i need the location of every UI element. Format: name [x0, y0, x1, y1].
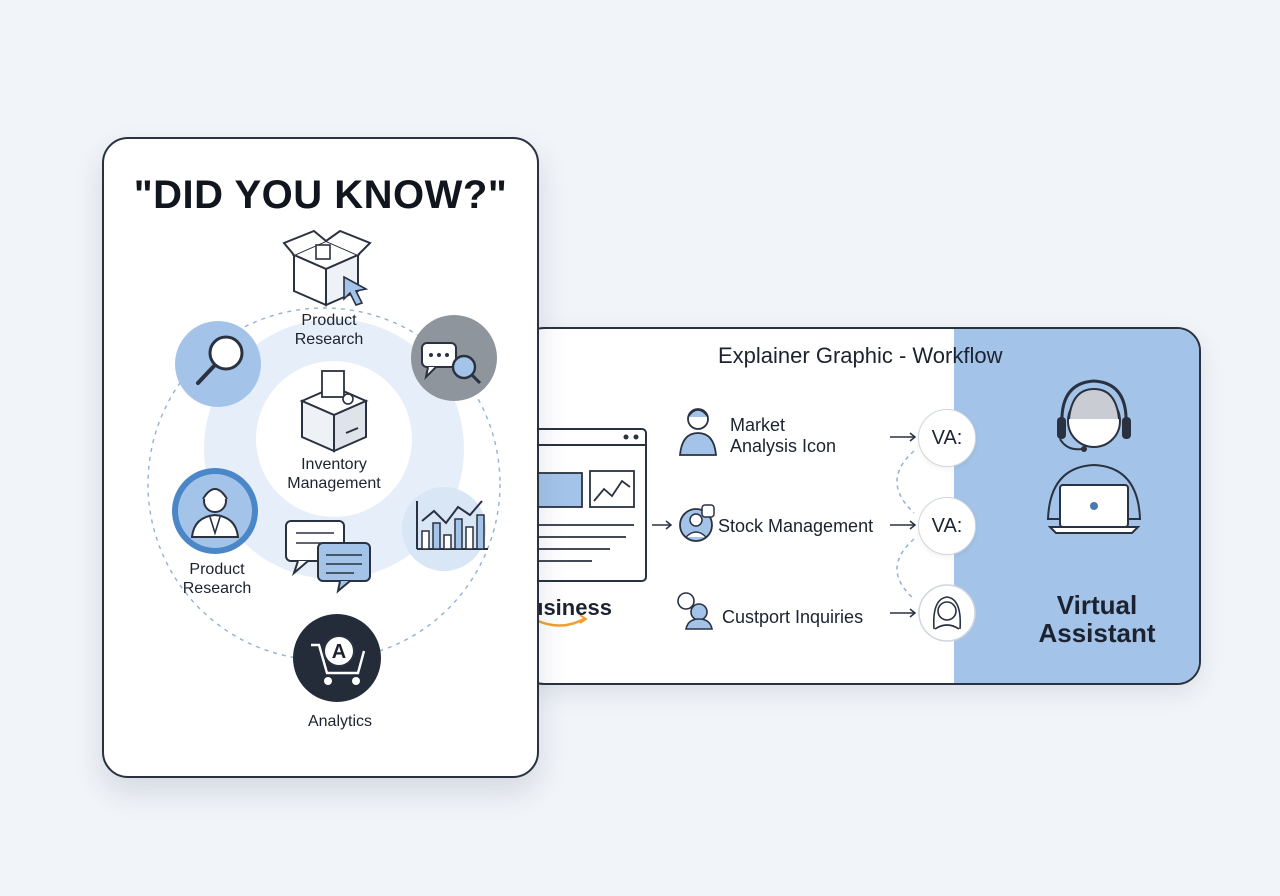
step-stock-management-label: Stock Management [718, 516, 874, 536]
support-agent-icon [918, 584, 976, 642]
cart-icon [293, 614, 381, 702]
node-label-top: Product Research [294, 312, 364, 348]
did-you-know-card: A "DID YOU KNOW?" Product Research Inven… [102, 137, 539, 778]
laptop-icon [1047, 484, 1141, 534]
magnifier-icon [175, 321, 261, 407]
open-box-icon [299, 370, 369, 453]
box-cursor-icon [282, 229, 372, 307]
va-bubble-2: VA: [918, 497, 976, 555]
bar-chart-icon [402, 487, 488, 571]
stock-management-person-icon [679, 504, 715, 542]
customer-inquiries-person-icon [677, 592, 713, 630]
workflow-title: Explainer Graphic - Workflow [718, 343, 1003, 368]
did-you-know-title: "DID YOU KNOW?" [133, 173, 508, 217]
va-bubble-1: VA: [918, 409, 976, 467]
person-icon [172, 468, 258, 554]
browser-window-icon [527, 428, 647, 582]
node-label-center: Inventory Management [287, 456, 381, 492]
market-analysis-person-icon [679, 408, 717, 456]
node-label-bottom: Analytics [307, 713, 373, 730]
did-you-know-graphics: A [147, 229, 501, 702]
chat-bubbles-icon [285, 520, 371, 594]
step-market-analysis-label: Market Analysis Icon [730, 415, 837, 456]
workflow-card: Explainer Graphic - Workflow usiness Mar… [520, 327, 1201, 685]
node-label-left: Product Research [182, 561, 252, 597]
step-customer-inquiries-label: Custport Inquiries [722, 607, 864, 627]
analytics-badge: A [332, 641, 346, 663]
virtual-assistant-label: Virtual Assistant [1038, 590, 1156, 648]
brand-text: usiness [530, 595, 612, 620]
workflow-graphics [527, 379, 1142, 642]
chat-search-icon [411, 315, 497, 401]
amazon-smile-icon [537, 617, 585, 627]
